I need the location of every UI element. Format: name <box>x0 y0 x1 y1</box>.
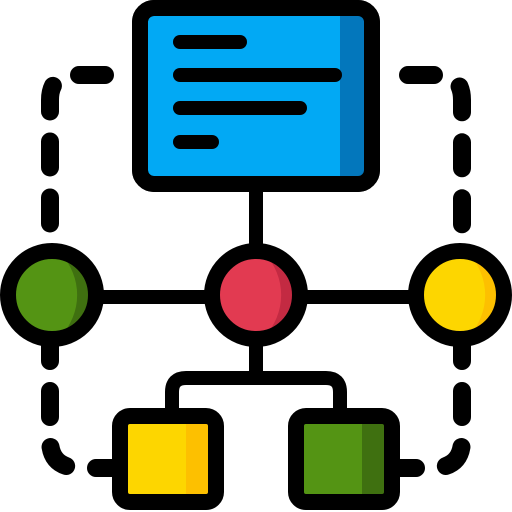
green-square-node-icon <box>288 408 400 510</box>
dashed-connector-left <box>41 66 114 254</box>
dashed-connector-right-lower <box>391 326 471 477</box>
solid-connector-branch <box>165 371 347 423</box>
yellow-square-node-icon <box>112 408 224 510</box>
dashed-connector-group <box>41 66 471 477</box>
dashed-connector-left-lower <box>41 326 121 477</box>
red-node-icon <box>204 243 308 347</box>
green-node-icon <box>0 243 104 347</box>
yellow-node-icon <box>408 243 512 347</box>
dashed-connector-right <box>399 66 471 254</box>
document-icon <box>132 0 380 192</box>
